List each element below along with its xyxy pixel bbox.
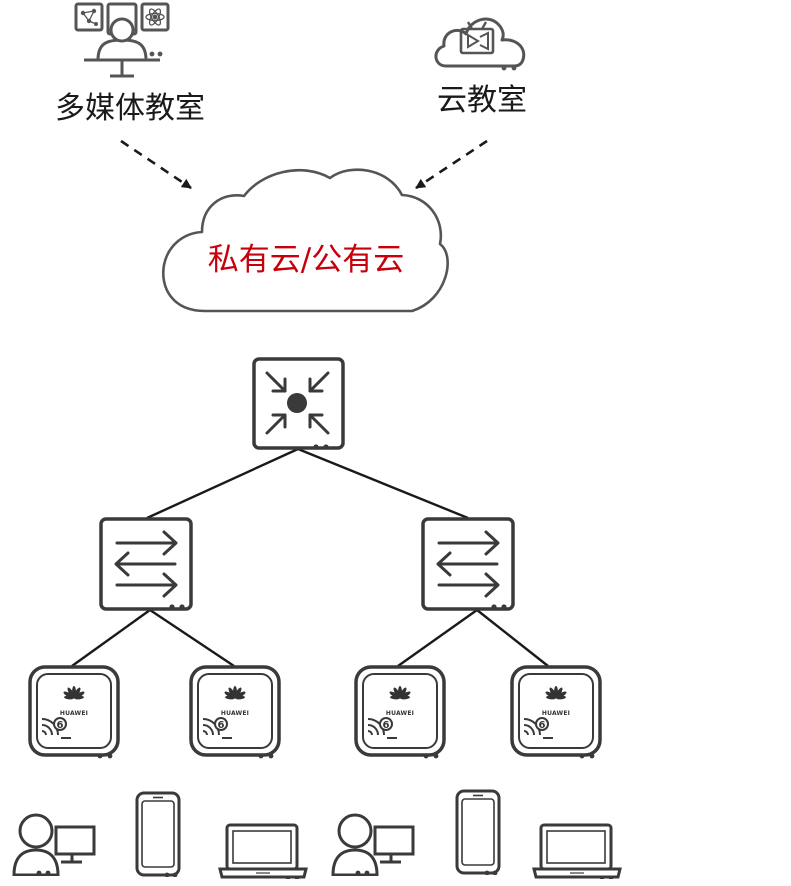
multimedia-classroom-label: 多媒体教室 [55,91,205,126]
ap-brand-label: HUAWEI [386,710,414,717]
cloud-shape [161,168,449,313]
ap-wifi6-badge: 6 [57,720,64,731]
link-switch-right-ap4 [476,609,549,667]
ap-wifi6-badge: 6 [218,720,225,731]
cloud-classroom-icon [434,17,526,71]
link-switch-right-ap3 [397,609,478,667]
ap-wifi6-badge: 6 [539,720,546,731]
switch-icon [99,517,193,611]
connection-lines [71,447,549,667]
ap-brand-label: HUAWEI [60,710,88,717]
cloud-classroom-label: 云教室 [437,83,527,118]
core-router-icon [252,357,345,450]
ap-wifi6-badge: 6 [383,720,390,731]
link-switch-left-ap2 [149,609,235,667]
link-switch-left-ap1 [71,609,151,667]
link-core-switch-right [297,447,469,520]
desktop-user-icon [12,813,96,876]
ap-brand-label: HUAWEI [221,710,249,717]
cloud-label: 私有云/公有云 [208,242,404,278]
dashed-arrow-multimedia [120,139,192,190]
link-core-switch-left [146,447,299,520]
desktop-user-icon [331,813,415,876]
switch-icon [421,517,515,611]
dashed-arrow-cloud-classroom [415,139,488,190]
multimedia-classroom-icon [74,2,170,78]
smartphone-icon [135,791,181,877]
smartphone-icon [455,789,501,875]
laptop-icon [532,823,622,879]
ap-brand-label: HUAWEI [542,710,570,717]
laptop-icon [218,823,308,879]
